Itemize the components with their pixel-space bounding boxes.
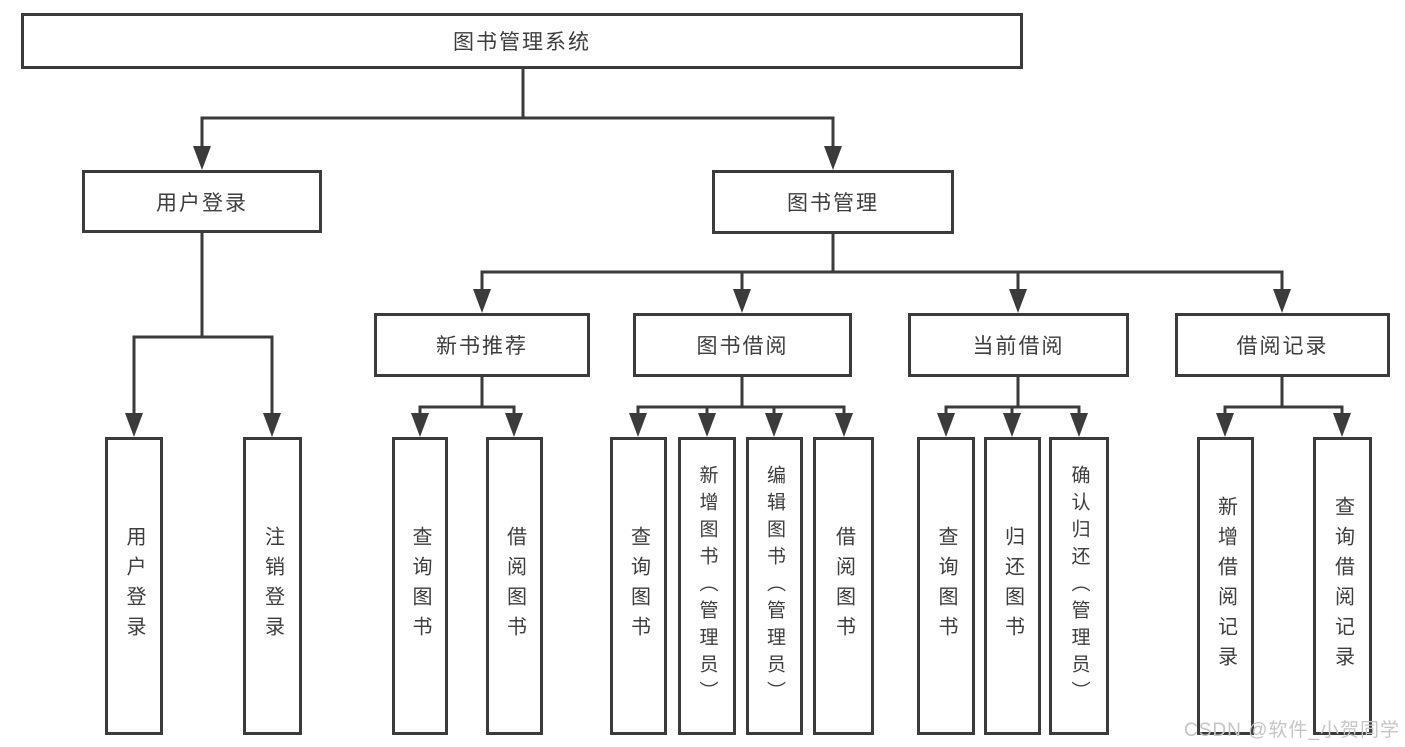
node-user-login: 用户登录: [82, 170, 322, 233]
connector-bookmgmt-to-level3: [473, 232, 1291, 313]
connector-currentborrow-to-leaves: [937, 375, 1088, 437]
watermark: CSDN @软件_小贺同学: [1184, 720, 1400, 741]
arrowhead-icon: [733, 289, 751, 313]
leaf-logout: 注销登录: [243, 437, 302, 735]
connector-bookborrow-to-leaves: [629, 375, 853, 437]
arrowhead-icon: [1009, 289, 1027, 313]
arrowhead-icon: [937, 413, 955, 437]
leaf-borrow-query-books: 查询图书: [610, 437, 667, 735]
leaf-current-return-books: 归还图书: [984, 437, 1041, 735]
node-library-system: 图书管理系统: [21, 13, 1023, 69]
arrowhead-icon: [629, 413, 647, 437]
arrowhead-icon: [1216, 413, 1234, 437]
node-new-book-recommend: 新书推荐: [374, 313, 590, 377]
arrowhead-icon: [505, 413, 523, 437]
leaf-current-query-books: 查询图书: [917, 437, 975, 735]
arrowhead-icon: [835, 413, 853, 437]
node-current-borrow: 当前借阅: [908, 313, 1129, 377]
leaf-user-login: 用户登录: [105, 437, 163, 735]
arrowhead-icon: [698, 413, 716, 437]
arrowhead-icon: [824, 146, 842, 170]
arrowhead-icon: [263, 413, 281, 437]
node-borrow-records: 借阅记录: [1175, 313, 1390, 377]
arrowhead-icon: [125, 413, 143, 437]
leaf-borrow-borrow-books: 借阅图书: [813, 437, 874, 735]
arrowhead-icon: [473, 289, 491, 313]
arrowhead-icon: [1333, 413, 1351, 437]
leaf-borrow-add-book-admin: 新增图书（管理员）: [678, 437, 736, 735]
arrowhead-icon: [1003, 413, 1021, 437]
leaf-newbook-borrow-books: 借阅图书: [486, 437, 543, 735]
connector-root-to-level2: [193, 67, 842, 170]
leaf-records-query-record: 查询借阅记录: [1313, 437, 1372, 735]
arrowhead-icon: [765, 413, 783, 437]
connector-userlogin-to-leaves: [125, 231, 281, 437]
arrowhead-icon: [411, 413, 429, 437]
leaf-records-add-record: 新增借阅记录: [1197, 437, 1254, 735]
node-book-management: 图书管理: [712, 170, 954, 234]
connector-newbook-to-leaves: [411, 375, 523, 437]
arrowhead-icon: [1273, 289, 1291, 313]
connector-records-to-leaves: [1216, 375, 1351, 437]
leaf-borrow-edit-book-admin: 编辑图书（管理员）: [746, 437, 803, 735]
arrowhead-icon: [193, 146, 211, 170]
arrowhead-icon: [1070, 413, 1088, 437]
leaf-newbook-query-books: 查询图书: [392, 437, 448, 735]
leaf-current-confirm-return-admin: 确认归还（管理员）: [1049, 437, 1109, 735]
node-book-borrow: 图书借阅: [633, 313, 852, 377]
